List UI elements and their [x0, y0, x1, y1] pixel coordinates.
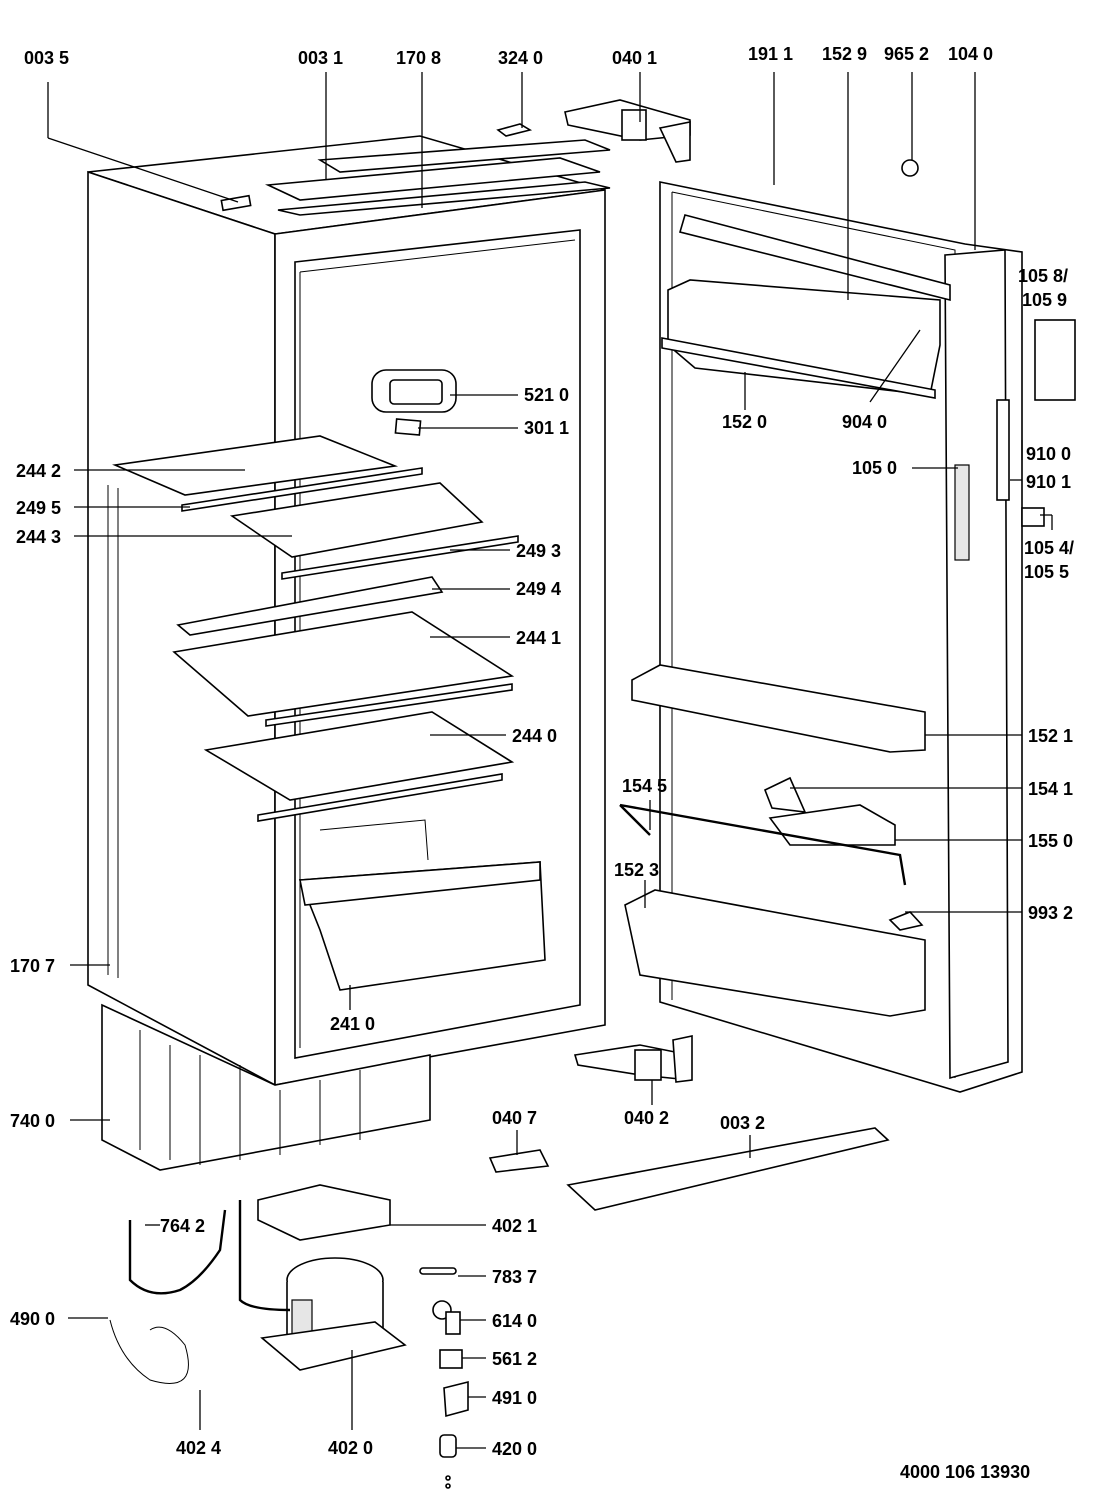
- label-1521: 152 1: [1028, 726, 1073, 746]
- hinge-top-0401: [564, 99, 691, 163]
- label-2494: 249 4: [516, 579, 561, 599]
- label-5210: 521 0: [524, 385, 569, 405]
- glass-shelves: [112, 435, 519, 822]
- label-0032: 003 2: [720, 1113, 765, 1133]
- label-1040: 104 0: [948, 44, 993, 64]
- compressor: [260, 1257, 407, 1371]
- bottom-strip: [566, 1127, 890, 1211]
- label-1911: 191 1: [748, 44, 793, 64]
- label-9652: 965 2: [884, 44, 929, 64]
- label-1055: 105 5: [1024, 562, 1069, 582]
- label-1708: 170 8: [396, 48, 441, 68]
- condenser: [101, 1003, 431, 1171]
- label-7837: 783 7: [492, 1267, 537, 1287]
- label-2443: 244 3: [16, 527, 61, 547]
- label-2442: 244 2: [16, 461, 61, 481]
- label-0031: 003 1: [298, 48, 343, 68]
- label-2493: 249 3: [516, 541, 561, 561]
- label-7642: 764 2: [160, 1216, 205, 1236]
- label-9040: 904 0: [842, 412, 887, 432]
- label-6140: 614 0: [492, 1311, 537, 1331]
- leader-lines: [47, 72, 1053, 1449]
- top-cover-strips: [220, 139, 611, 216]
- door-hinge-fittings: [901, 159, 1076, 527]
- label-0407: 040 7: [492, 1108, 537, 1128]
- label-1707: 170 7: [10, 956, 55, 976]
- control-panel: [371, 369, 457, 436]
- label-1059: 105 9: [1022, 290, 1067, 310]
- label-1550: 155 0: [1028, 831, 1073, 851]
- drawing-number: 4000 106 13930: [900, 1462, 1030, 1482]
- clip-part-3240: [496, 123, 533, 137]
- label-0035: 003 5: [24, 48, 69, 68]
- label-5612: 561 2: [492, 1349, 537, 1369]
- label-1520: 152 0: [722, 412, 767, 432]
- label-4021: 402 1: [492, 1216, 537, 1236]
- label-4020: 402 0: [328, 1438, 373, 1458]
- refrigerant-tube: [238, 1200, 291, 1312]
- label-2495: 249 5: [16, 498, 61, 518]
- compressor-bracket: [257, 1184, 391, 1241]
- label-0401: 040 1: [612, 48, 657, 68]
- crisper-drawer: [298, 819, 546, 991]
- label-1050: 105 0: [852, 458, 897, 478]
- label-4900: 490 0: [10, 1309, 55, 1329]
- label-2410: 241 0: [330, 1014, 375, 1034]
- door-top-balcony: [661, 214, 951, 399]
- label-7400: 740 0: [10, 1111, 55, 1131]
- label-1541: 154 1: [1028, 779, 1073, 799]
- label-3011: 301 1: [524, 418, 569, 438]
- label-9100: 910 0: [1026, 444, 1071, 464]
- label-1523: 152 3: [614, 860, 659, 880]
- small-electrical-parts: [419, 1267, 469, 1489]
- label-9932: 993 2: [1028, 903, 1073, 923]
- label-4024: 402 4: [176, 1438, 221, 1458]
- label-4910: 491 0: [492, 1388, 537, 1408]
- label-9101: 910 1: [1026, 472, 1071, 492]
- label-3240: 324 0: [498, 48, 543, 68]
- cover-plate-0407: [488, 1149, 550, 1173]
- label-4200: 420 0: [492, 1439, 537, 1459]
- door-shelves: [619, 664, 926, 1017]
- label-1054: 105 4/: [1024, 538, 1074, 558]
- label-1545: 154 5: [622, 776, 667, 796]
- label-0402: 040 2: [624, 1108, 669, 1128]
- label-2441: 244 1: [516, 628, 561, 648]
- label-1058: 105 8/: [1018, 266, 1068, 286]
- door: [659, 181, 1023, 1093]
- part-labels: 003 5 003 1 170 8 324 0 040 1 191 1 152 …: [10, 44, 1074, 1482]
- hinge-bottom-0402: [573, 1035, 693, 1083]
- label-2440: 244 0: [512, 726, 557, 746]
- label-1529: 152 9: [822, 44, 867, 64]
